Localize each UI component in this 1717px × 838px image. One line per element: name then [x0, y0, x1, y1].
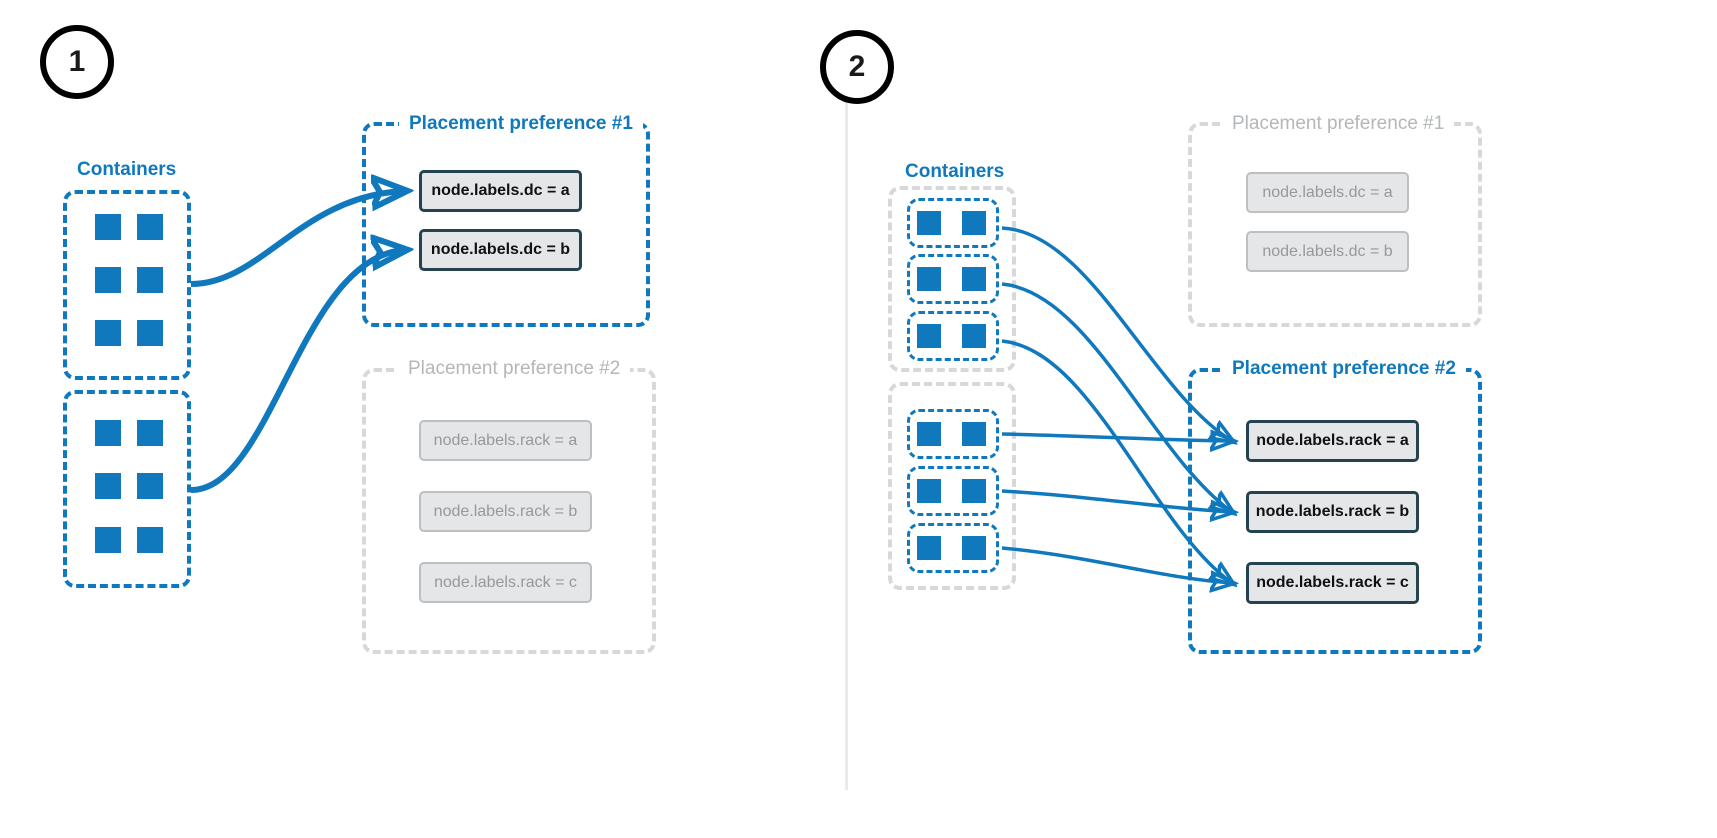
placement-preference-1-frame-panel1	[362, 122, 650, 327]
container-square	[962, 536, 986, 560]
containers-subgroup-2a1	[907, 198, 999, 248]
container-square	[137, 214, 163, 240]
containers-title-panel2: Containers	[898, 162, 1012, 181]
step-badge-1: 1	[40, 25, 114, 99]
containers-title-panel1: Containers	[70, 160, 184, 179]
placement-preference-1-frame-panel2	[1188, 122, 1482, 327]
label-chip-rack-c-panel1[interactable]: node.labels.rack = c	[419, 562, 592, 603]
placement-preference-1-title-panel1: Placement preference #1	[399, 114, 643, 133]
container-square	[137, 320, 163, 346]
container-square	[962, 324, 986, 348]
containers-group-1b	[63, 390, 191, 588]
placement-preference-1-title-panel2: Placement preference #1	[1222, 114, 1455, 133]
container-square	[917, 536, 941, 560]
container-square	[917, 267, 941, 291]
label-chip-rack-b-panel2[interactable]: node.labels.rack = b	[1246, 491, 1419, 533]
panel-divider	[845, 50, 848, 790]
label-chip-dc-b-panel1[interactable]: node.labels.dc = b	[419, 229, 582, 271]
containers-subgroup-2b3	[907, 523, 999, 573]
containers-subgroup-2b1	[907, 409, 999, 459]
label-chip-dc-a-panel2[interactable]: node.labels.dc = a	[1246, 172, 1409, 213]
placement-preference-2-title-panel2: Placement preference #2	[1222, 359, 1466, 378]
container-square	[95, 473, 121, 499]
container-square	[962, 479, 986, 503]
containers-subgroup-2b2	[907, 466, 999, 516]
container-square	[962, 422, 986, 446]
containers-subgroup-2a3	[907, 311, 999, 361]
container-square	[95, 320, 121, 346]
container-square	[962, 267, 986, 291]
containers-subgroup-2a2	[907, 254, 999, 304]
label-chip-rack-a-panel1[interactable]: node.labels.rack = a	[419, 420, 592, 461]
container-square	[95, 267, 121, 293]
container-square	[95, 420, 121, 446]
containers-group-1a	[63, 190, 191, 380]
container-square	[962, 211, 986, 235]
container-square	[137, 420, 163, 446]
container-square	[95, 527, 121, 553]
container-square	[137, 473, 163, 499]
container-square	[137, 527, 163, 553]
label-chip-rack-a-panel2[interactable]: node.labels.rack = a	[1246, 420, 1419, 462]
label-chip-dc-b-panel2[interactable]: node.labels.dc = b	[1246, 231, 1409, 272]
container-square	[137, 267, 163, 293]
container-square	[917, 211, 941, 235]
container-square	[917, 324, 941, 348]
step-badge-2: 2	[820, 30, 894, 104]
label-chip-rack-b-panel1[interactable]: node.labels.rack = b	[419, 491, 592, 532]
label-chip-rack-c-panel2[interactable]: node.labels.rack = c	[1246, 562, 1419, 604]
container-square	[917, 422, 941, 446]
label-chip-dc-a-panel1[interactable]: node.labels.dc = a	[419, 170, 582, 212]
placement-preference-2-title-panel1: Placement preference #2	[398, 359, 631, 378]
container-square	[95, 214, 121, 240]
container-square	[917, 479, 941, 503]
